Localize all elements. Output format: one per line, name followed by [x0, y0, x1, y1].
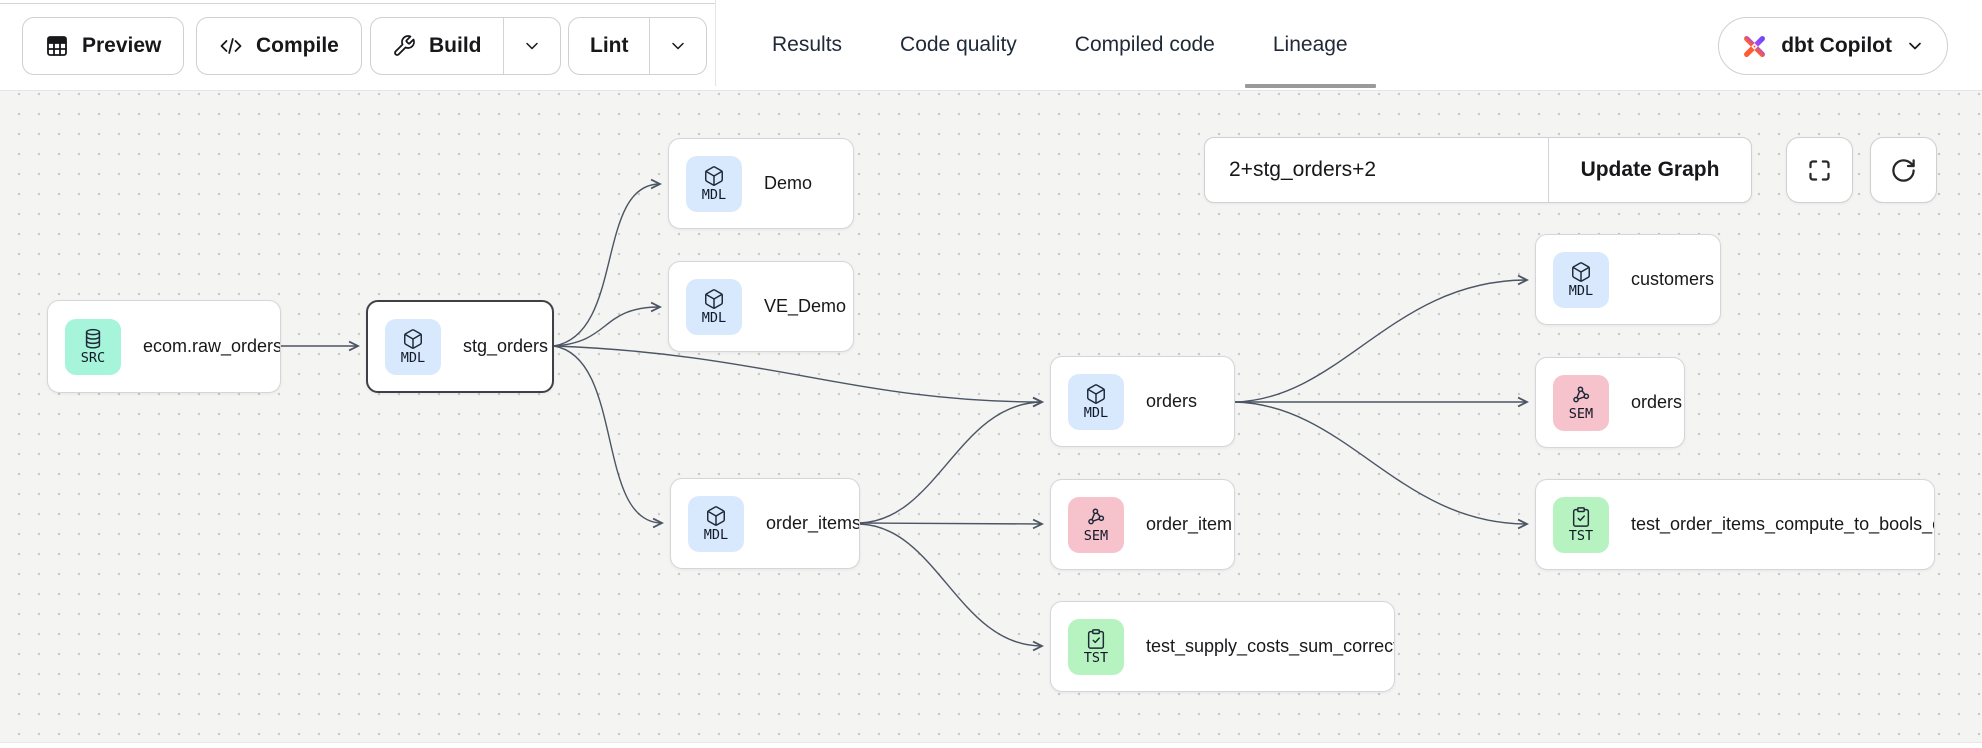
test-icon: TST: [1068, 618, 1124, 675]
dbt-copilot-icon: [1744, 35, 1766, 57]
lineage-selector-input[interactable]: [1205, 138, 1548, 202]
model-icon: MDL: [1553, 251, 1609, 308]
node-label: stg_orders: [463, 336, 549, 356]
lint-button[interactable]: Lint: [569, 18, 649, 74]
table-icon: [45, 34, 69, 58]
node-label: order_items: [766, 513, 859, 533]
result-tabs: Results Code quality Compiled code Linea…: [772, 0, 1376, 90]
node-type-badge: MDL: [701, 186, 727, 203]
model-icon: MDL: [686, 155, 742, 212]
wrench-icon: [392, 34, 416, 58]
node-type-badge: MDL: [1568, 282, 1594, 299]
lineage-node-orders-model[interactable]: MDL orders: [1050, 356, 1235, 447]
semantic-model-icon: SEM: [1553, 374, 1609, 431]
node-label: orders: [1631, 392, 1683, 412]
node-label: VE_Demo: [764, 296, 847, 316]
node-type-badge: SEM: [1083, 527, 1109, 544]
dbt-copilot-label: dbt Copilot: [1781, 34, 1892, 57]
toolbar-tabs-divider: [715, 0, 716, 86]
node-type-badge: TST: [1083, 649, 1109, 666]
node-type-badge: MDL: [1083, 404, 1109, 421]
chevron-down-icon: [1909, 42, 1921, 50]
update-graph-button[interactable]: Update Graph: [1548, 138, 1751, 202]
lineage-node-stg-orders[interactable]: MDL stg_orders: [366, 300, 554, 393]
build-label: Build: [429, 34, 482, 57]
preview-label: Preview: [82, 34, 162, 57]
node-type-badge: MDL: [400, 349, 426, 366]
lint-button-group: Lint: [568, 17, 708, 75]
tab-results[interactable]: Results: [772, 33, 843, 56]
lineage-node-orders-semantic[interactable]: SEM orders: [1535, 357, 1685, 448]
tab-code-quality[interactable]: Code quality: [900, 33, 1017, 56]
node-label: orders: [1146, 391, 1198, 411]
node-type-badge: SRC: [80, 349, 106, 366]
model-icon: MDL: [686, 278, 742, 335]
lineage-node-test-order-items[interactable]: TST test_order_items_compute_to_bools_c.…: [1535, 479, 1935, 570]
refresh-icon: [1892, 158, 1915, 182]
source-icon: SRC: [65, 318, 121, 375]
chevron-down-icon: [522, 36, 542, 56]
node-label: Demo: [764, 173, 813, 193]
node-type-badge: MDL: [703, 526, 729, 543]
node-type-badge: SEM: [1568, 405, 1594, 422]
lineage-node-customers[interactable]: MDL customers: [1535, 234, 1721, 325]
fullscreen-icon: [1809, 159, 1830, 181]
node-label: test_order_items_compute_to_bools_c...: [1631, 514, 1934, 534]
node-type-badge: TST: [1568, 527, 1594, 544]
refresh-button[interactable]: [1870, 137, 1937, 203]
node-label: ecom.raw_orders: [143, 336, 280, 356]
build-dropdown-button[interactable]: [502, 18, 560, 74]
top-bar: Preview Compile Build Lint: [0, 0, 1982, 91]
top-hairline: [0, 3, 715, 4]
lineage-node-ecom-raw-orders[interactable]: SRC ecom.raw_orders: [47, 300, 281, 393]
lint-label: Lint: [590, 34, 629, 57]
lineage-node-demo[interactable]: MDL Demo: [668, 138, 854, 229]
code-icon: [219, 34, 243, 58]
lineage-node-ve-demo[interactable]: MDL VE_Demo: [668, 261, 854, 352]
build-button[interactable]: Build: [371, 18, 503, 74]
preview-button[interactable]: Preview: [22, 17, 185, 75]
lineage-canvas[interactable]: SRC ecom.raw_orders MDL stg_orders MDL D…: [0, 91, 1982, 748]
model-icon: MDL: [688, 495, 744, 552]
chevron-down-icon: [668, 36, 688, 56]
node-type-badge: MDL: [701, 309, 727, 326]
compile-label: Compile: [256, 34, 339, 57]
lineage-node-order-items[interactable]: MDL order_items: [670, 478, 860, 569]
lineage-node-order-item[interactable]: SEM order_item: [1050, 479, 1235, 570]
canvas-bottom-strip: [0, 742, 1982, 748]
model-icon: MDL: [1068, 373, 1124, 430]
semantic-model-icon: SEM: [1068, 496, 1124, 553]
fullscreen-button[interactable]: [1786, 137, 1853, 203]
lineage-selector-group: Update Graph: [1204, 137, 1752, 203]
tab-compiled-code[interactable]: Compiled code: [1074, 33, 1215, 56]
tab-lineage[interactable]: Lineage: [1244, 0, 1376, 90]
compile-button[interactable]: Compile: [196, 17, 362, 75]
lineage-node-test-supply-costs[interactable]: TST test_supply_costs_sum_correctly: [1050, 601, 1395, 692]
lint-dropdown-button[interactable]: [649, 18, 706, 74]
node-label: order_item: [1146, 514, 1233, 534]
model-icon: MDL: [385, 318, 441, 375]
build-button-group: Build: [370, 17, 561, 75]
test-icon: TST: [1553, 496, 1609, 553]
dbt-copilot-button[interactable]: dbt Copilot: [1718, 17, 1948, 75]
node-label: test_supply_costs_sum_correctly: [1146, 636, 1394, 656]
node-label: customers: [1631, 269, 1715, 289]
